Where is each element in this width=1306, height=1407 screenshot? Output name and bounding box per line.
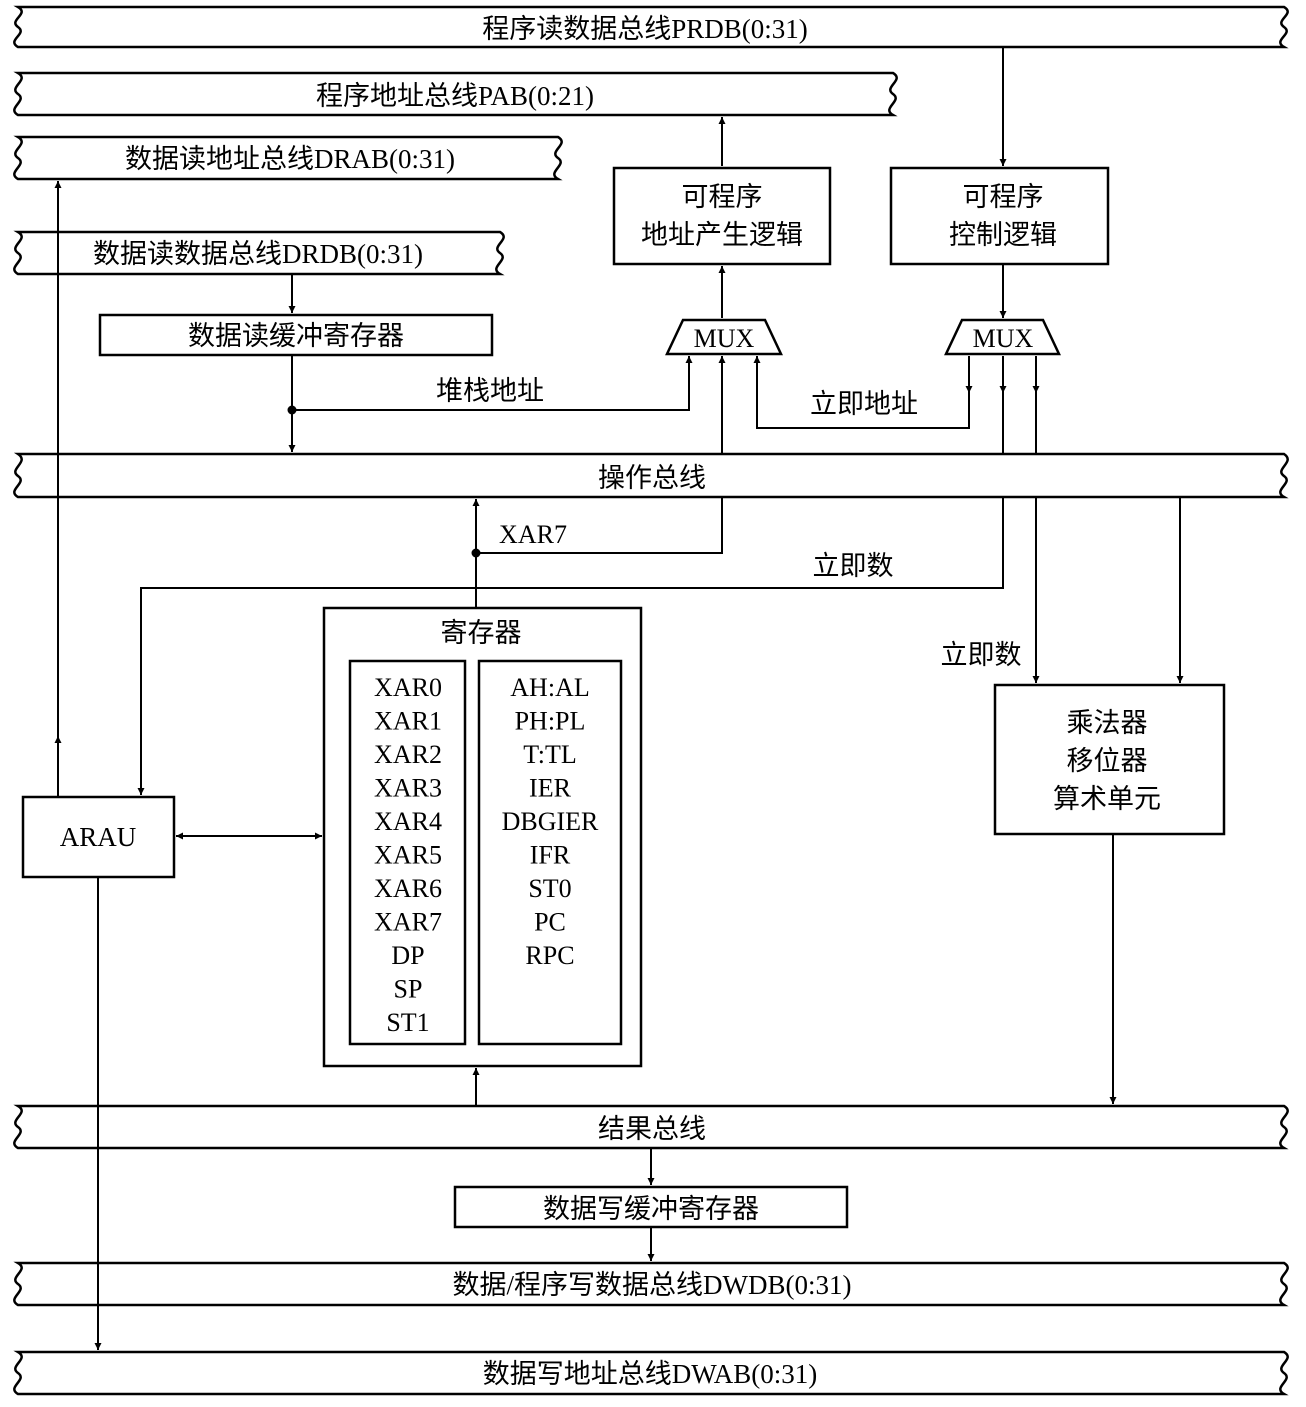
mux-control-label: MUX <box>973 324 1034 353</box>
bus-operand-label: 操作总线 <box>598 463 706 493</box>
data-read-buffer-block: 数据读缓冲寄存器 <box>98 313 494 357</box>
bus-dwab-label: 数据写地址总线DWAB(0:31) <box>483 1359 817 1389</box>
xar7-feedback-line <box>476 497 723 554</box>
immediate-address-label: 立即地址 <box>810 389 918 419</box>
stack-address-label: 堆栈地址 <box>436 376 544 406</box>
bus-operand: 操作总线 <box>13 452 1289 499</box>
mux-control: MUX <box>944 318 1061 356</box>
alu-line2: 移位器 <box>1067 746 1148 776</box>
bus-drdb-label: 数据读数据总线DRDB(0:31) <box>93 239 423 269</box>
bus-prdb: 程序读数据总线PRDB(0:31) <box>13 5 1289 49</box>
bus-pab-label: 程序地址总线PAB(0:21) <box>316 81 594 111</box>
register-ph-pl: PH:PL <box>515 707 586 736</box>
data-read-buffer-label: 数据读缓冲寄存器 <box>188 321 404 351</box>
arau-label: ARAU <box>60 822 137 852</box>
prog-ctrl-block: 可程序 控制逻辑 <box>889 166 1110 266</box>
register-xar7: XAR7 <box>374 908 442 937</box>
stack-address-line <box>292 356 693 411</box>
bus-drab: 数据读地址总线DRAB(0:31) <box>13 135 563 181</box>
arau-block: ARAU <box>21 795 176 879</box>
immediate-label-2: 立即数 <box>941 640 1022 670</box>
register-column-right <box>477 659 623 1046</box>
xar7-label: XAR7 <box>499 520 567 549</box>
data-write-buffer-block: 数据写缓冲寄存器 <box>453 1185 849 1229</box>
register-pc: PC <box>534 908 566 937</box>
bus-dwdb: 数据/程序写数据总线DWDB(0:31) <box>13 1261 1289 1307</box>
register-rpc: RPC <box>525 941 574 970</box>
register-xar5: XAR5 <box>374 841 442 870</box>
prog-addr-gen-block: 可程序 地址产生逻辑 <box>612 166 832 266</box>
connectors: 堆栈地址 立即地址 XAR7 立即数 立即数 <box>54 47 1184 1350</box>
mux-address-label: MUX <box>694 324 755 353</box>
register-file-title: 寄存器 <box>441 618 522 648</box>
prog-addr-gen-line1: 可程序 <box>682 182 763 212</box>
register-t-tl: T:TL <box>523 740 577 769</box>
bus-dwab: 数据写地址总线DWAB(0:31) <box>13 1350 1289 1396</box>
register-st0: ST0 <box>528 874 571 903</box>
register-xar0: XAR0 <box>374 673 442 702</box>
xar7-junction <box>471 548 481 558</box>
prog-addr-gen-line2: 地址产生逻辑 <box>641 220 803 250</box>
register-ier: IER <box>529 774 572 803</box>
register-xar6: XAR6 <box>374 874 442 903</box>
bus-result-label: 结果总线 <box>598 1114 706 1144</box>
register-ah-al: AH:AL <box>510 673 589 702</box>
register-st1: ST1 <box>386 1008 429 1037</box>
bus-result: 结果总线 <box>13 1104 1289 1150</box>
bus-pab: 程序地址总线PAB(0:21) <box>13 71 898 117</box>
register-xar2: XAR2 <box>374 740 442 769</box>
bus-prdb-label: 程序读数据总线PRDB(0:31) <box>482 14 808 44</box>
immediate-label-1: 立即数 <box>813 551 894 581</box>
prog-ctrl-line1: 可程序 <box>963 182 1044 212</box>
register-ifr: IFR <box>530 841 571 870</box>
immediate-to-arau-line <box>137 497 1004 795</box>
mux-address: MUX <box>665 318 783 356</box>
alu-block: 乘法器 移位器 算术单元 <box>993 683 1226 836</box>
bus-drdb: 数据读数据总线DRDB(0:31) <box>13 230 505 276</box>
alu-line3: 算术单元 <box>1053 784 1161 814</box>
register-column-left <box>348 659 467 1046</box>
alu-line1: 乘法器 <box>1067 708 1148 738</box>
register-dbgier: DBGIER <box>502 807 599 836</box>
register-xar3: XAR3 <box>374 774 442 803</box>
bus-dwdb-label: 数据/程序写数据总线DWDB(0:31) <box>453 1270 852 1300</box>
prog-ctrl-line2: 控制逻辑 <box>949 220 1057 250</box>
register-sp: SP <box>394 975 423 1004</box>
bus-drab-label: 数据读地址总线DRAB(0:31) <box>125 144 455 174</box>
register-xar4: XAR4 <box>374 807 442 836</box>
register-xar1: XAR1 <box>374 707 442 736</box>
register-dp: DP <box>391 941 424 970</box>
data-write-buffer-label: 数据写缓冲寄存器 <box>543 1194 759 1224</box>
